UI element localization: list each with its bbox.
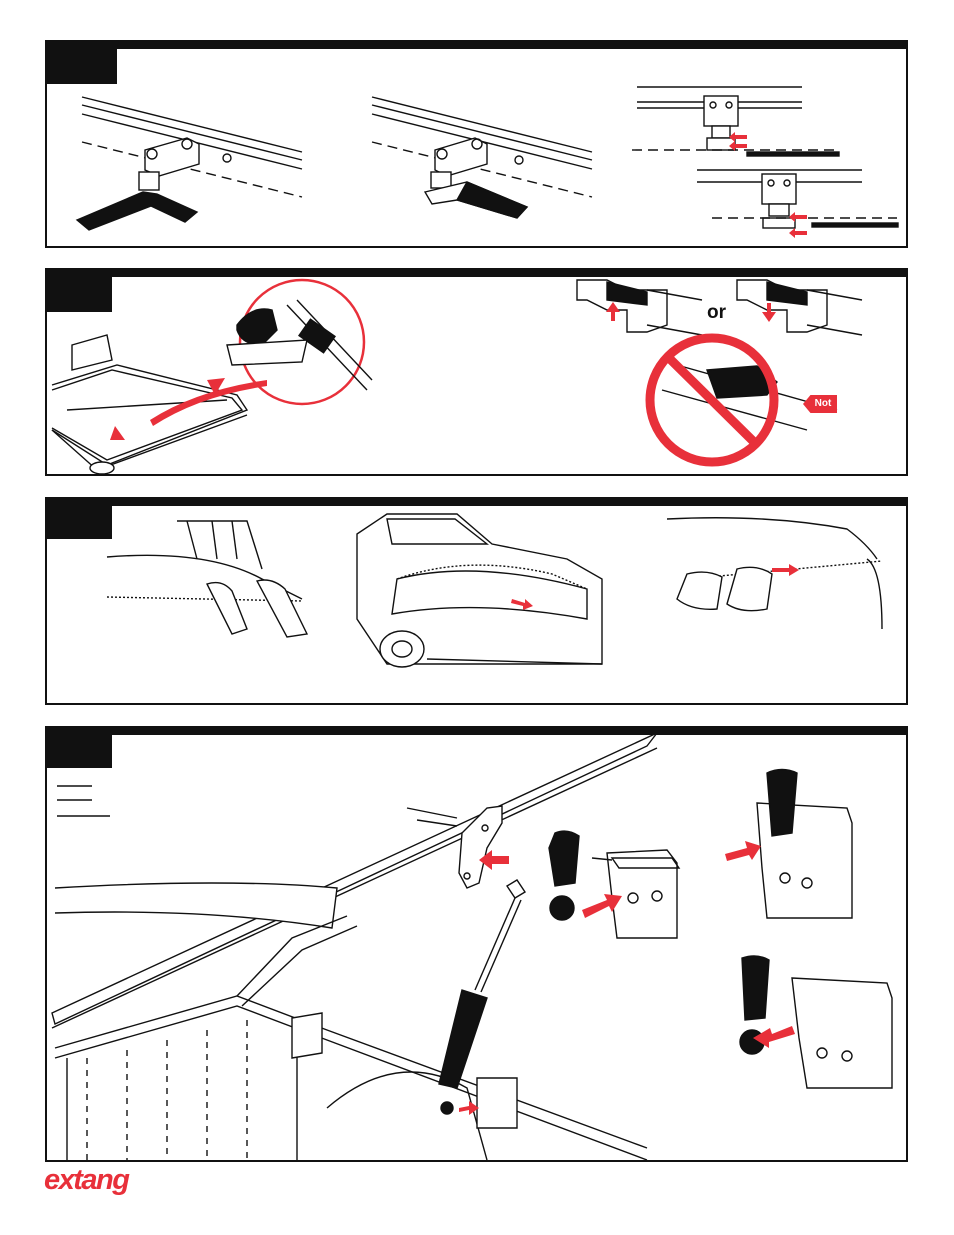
tarp-unroll-illustration [47,499,907,704]
clamp-mount-illustration [47,42,907,247]
step-panel-2: or Not [45,268,908,476]
tonneau-frame-illustration [47,270,907,475]
or-label: or [707,302,726,324]
step-panel-4 [45,726,908,1162]
gas-strut-install-illustration [47,728,907,1160]
step-panel-1 [45,40,908,248]
extang-logo: extang [44,1164,128,1197]
step-panel-3 [45,497,908,705]
